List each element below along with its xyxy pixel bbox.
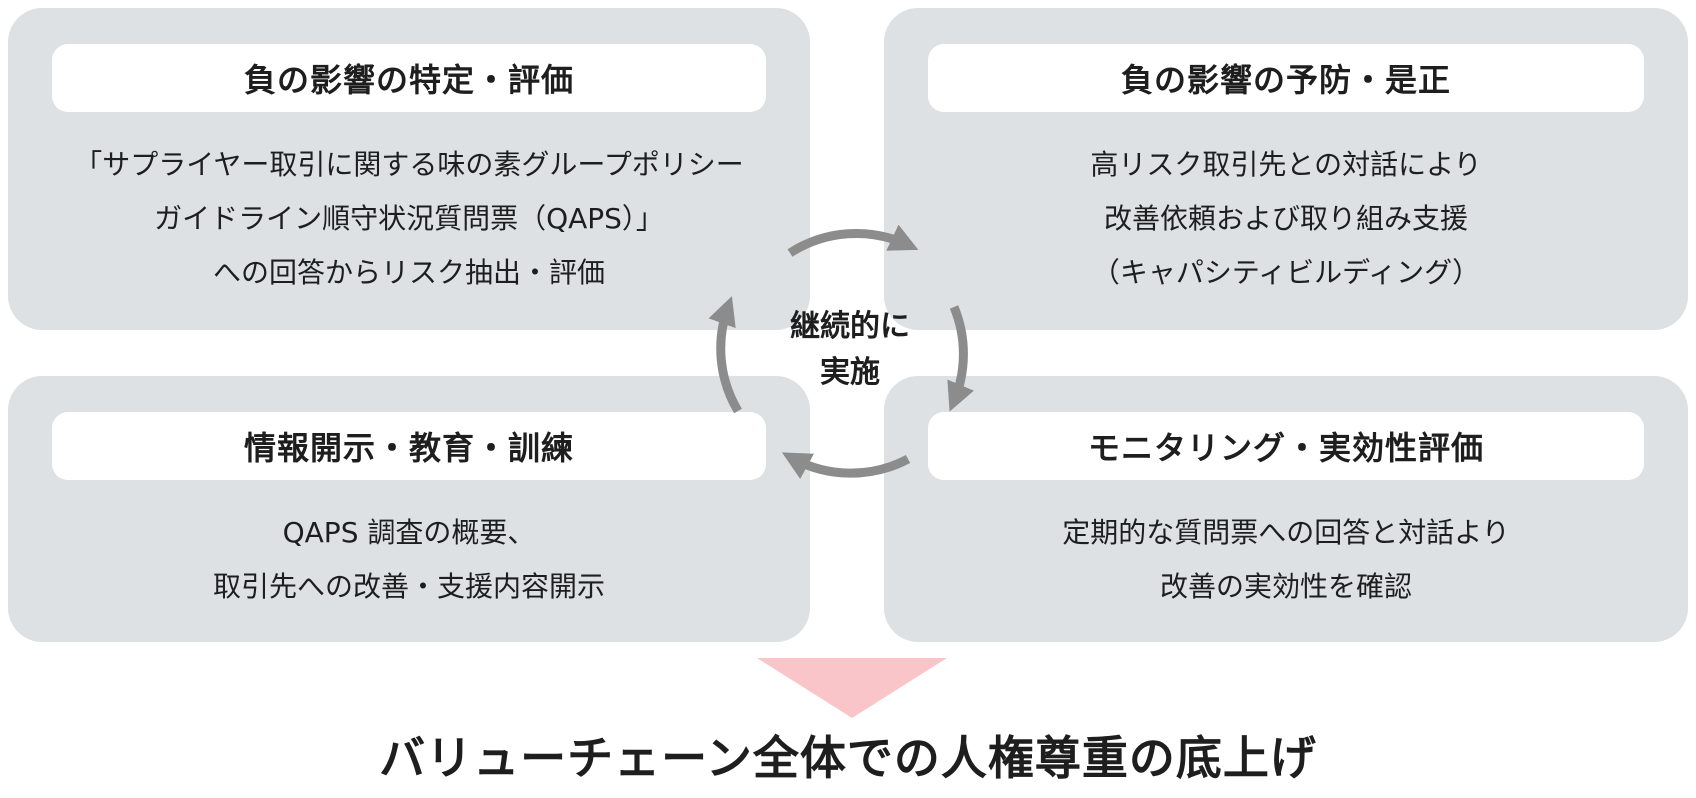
cycle-label-line: 実施 [820,355,880,390]
card-body-line: 取引先への改善・支援内容開示 [212,570,605,603]
card-title-disclose: 情報開示・教育・訓練 [52,412,766,480]
cycle-arrows [708,224,974,479]
card-body-identify: 「サプライヤー取引に関する味の素グループポリシー ガイドライン順守状況質問票（Q… [8,138,810,300]
cycle-arrow-right [947,305,974,412]
card-body-line: ガイドライン順守状況質問票（QAPS）」 [154,202,664,235]
conclusion-text: バリューチェーン全体での人権尊重の底上げ [379,731,1317,785]
cycle-arrow-top [787,224,919,257]
cycle-label: 継続的に 実施 [745,304,955,396]
card-title-identify: 負の影響の特定・評価 [52,44,766,112]
card-title-prevent: 負の影響の予防・是正 [928,44,1644,112]
card-body-line: 改善の実効性を確認 [1159,570,1412,603]
card-body-line: への回答からリスク抽出・評価 [212,256,605,289]
card-body-line: 高リスク取引先との対話により [1090,148,1482,181]
cycle-arrow-left [708,296,742,414]
down-arrow-icon [757,658,947,718]
card-body-line: QAPS 調査の概要、 [282,516,536,549]
cycle-label-line: 継続的に [790,309,910,344]
card-body-line: 定期的な質問票への回答と対話より [1062,516,1510,549]
card-body-monitor: 定期的な質問票への回答と対話より 改善の実効性を確認 [884,506,1688,614]
card-title-monitor: モニタリング・実効性評価 [928,412,1644,480]
card-monitoring-evaluation: モニタリング・実効性評価 定期的な質問票への回答と対話より 改善の実効性を確認 [884,376,1688,642]
card-identify-assess: 負の影響の特定・評価 「サプライヤー取引に関する味の素グループポリシー ガイドラ… [8,8,810,330]
card-body-line: （キャパシティビルディング） [1091,256,1481,289]
card-body-line: 「サプライヤー取引に関する味の素グループポリシー [74,148,744,181]
cycle-arrow-bottom [781,452,911,479]
card-body-disclose: QAPS 調査の概要、 取引先への改善・支援内容開示 [8,506,810,614]
card-body-prevent: 高リスク取引先との対話により 改善依頼および取り組み支援 （キャパシティビルディ… [884,138,1688,300]
card-body-line: 改善依頼および取り組み支援 [1103,202,1468,235]
card-prevent-correct: 負の影響の予防・是正 高リスク取引先との対話により 改善依頼および取り組み支援 … [884,8,1688,330]
card-disclosure-training: 情報開示・教育・訓練 QAPS 調査の概要、 取引先への改善・支援内容開示 [8,376,810,642]
